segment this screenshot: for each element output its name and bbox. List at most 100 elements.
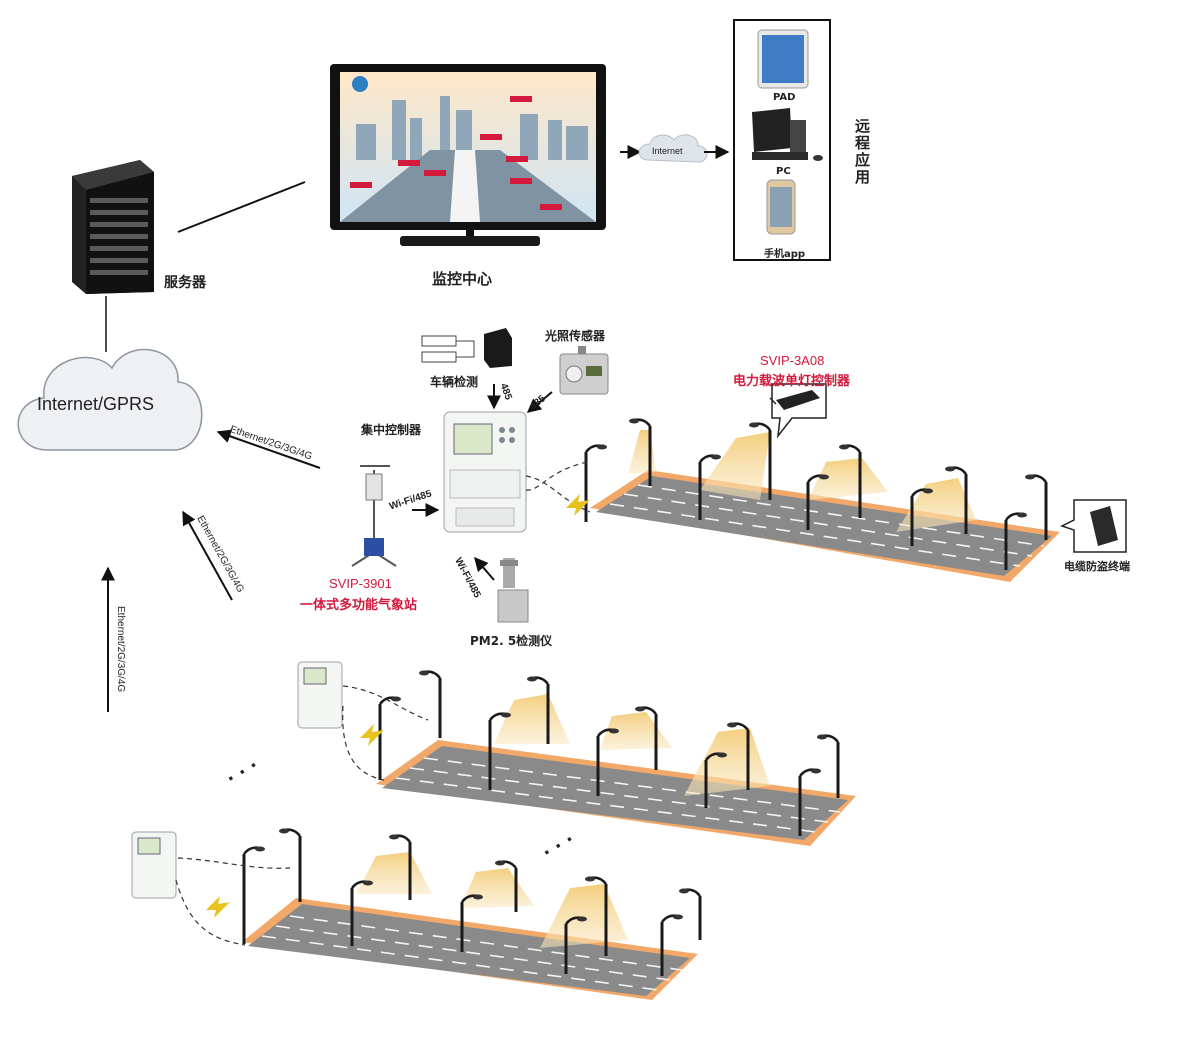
lamp-head [609,728,619,734]
mobile-app-label: 手机app [764,249,806,260]
lamp-head [635,706,645,712]
internet-gprs-label: Internet/GPRS [37,394,155,414]
server-monitor-link [177,181,306,233]
lane-line [261,935,659,991]
light-beam [896,478,976,532]
light-beam [808,458,888,500]
ethernet-label-c: Ethernet/2G/3G/4G [115,606,126,693]
lamp-head [717,752,727,758]
vehicle-detect-label: 车辆检测 [430,375,479,389]
lamp-head [473,894,483,900]
lamp-head [389,834,399,840]
remote-app-label: 远程应用 [853,118,871,186]
lane-line [637,484,1045,547]
monitor-icon [330,64,606,246]
lamp-head [363,880,373,886]
road3-controller-icon [131,831,177,899]
roads-layer [242,418,1060,1000]
lamp-head [749,422,759,428]
lamp-head [495,860,505,866]
lane-line [609,503,1021,567]
light-beam [628,430,656,474]
ethernet-arrow-b [182,510,233,601]
lamp-head [945,466,955,472]
lamp-head [391,696,401,702]
weather-name-label: 一体式多功能气象站 [300,598,418,613]
lamp-head [1017,512,1027,518]
single-lamp-controller-icon [769,383,827,439]
light-beam [600,712,672,750]
vehicle-detector-icon [421,328,512,368]
road-surface [596,476,1052,576]
road-3 [242,828,702,1000]
road-surface [248,904,690,996]
lamp-head [527,676,537,682]
light-to-concentrator-arrow [526,391,553,413]
pc-icon [752,108,823,161]
lamp-head [585,876,595,882]
light-beam [684,728,770,796]
road-2 [376,670,856,846]
lamp-head [597,444,607,450]
lamp-head [419,670,429,676]
weather-model-label: SVIP-3901 [329,576,392,591]
pad-label: PAD [773,92,796,103]
lamp-head [629,418,639,424]
road-1 [584,418,1060,582]
pc-label: PC [776,166,791,177]
server-icon [72,160,154,294]
light-beam [356,852,432,894]
light-beam [700,432,770,500]
lane-line [289,915,683,971]
server-label: 服务器 [164,275,206,291]
lamp-head [279,828,289,834]
road1-cable-b [525,461,589,491]
road3-cable-b [175,879,246,946]
phone-icon [766,179,796,235]
lamp-head [817,734,827,740]
ethernet-arrow-a [216,429,321,469]
power-bolt-icon [206,494,590,918]
lamp-head [501,712,511,718]
monitor-center-label: 监控中心 [432,270,493,288]
internet-gprs-cloud-icon [17,348,203,451]
light-beam [494,694,570,744]
lamp-head [811,768,821,774]
cable-theft-terminal-icon [1060,499,1127,553]
concentrator-label: 集中控制器 [361,423,422,437]
road1-cable [525,475,591,513]
tablet-icon [757,29,809,89]
remote-devices-box [733,19,831,261]
lane-line [423,757,841,813]
light-sensor-label: 光照传感器 [545,329,606,343]
road3-cable [177,857,291,869]
road2-controller-icon [297,661,343,729]
lamp-head [1025,474,1035,480]
road-surface [382,746,848,840]
lane-line [623,493,1033,557]
pm25-to-concentrator-arrow [474,556,495,581]
lamp-head [679,888,689,894]
lane-line [275,925,671,981]
light-beam [540,884,628,948]
lamp-head [923,488,933,494]
lamp-head [711,454,721,460]
weather-station-icon [351,465,397,567]
lamp-head [839,444,849,450]
concentrator-device-icon [443,411,527,533]
lamp-head [255,846,265,852]
internet-small-label: Internet [652,146,683,156]
light-sensor-icon [559,346,609,395]
road2-cable [342,685,429,721]
lamp-head [819,474,829,480]
lamp-head [673,914,683,920]
controller-name-label: 电力载波单灯控制器 [733,374,851,389]
cable-theft-label: 电缆防盗终端 [1064,560,1130,573]
lamp-head [577,916,587,922]
controller-model-label: SVIP-3A08 [760,353,825,368]
pm25-detector-icon [497,558,529,623]
lamp-head [727,722,737,728]
light-beam [460,868,534,908]
